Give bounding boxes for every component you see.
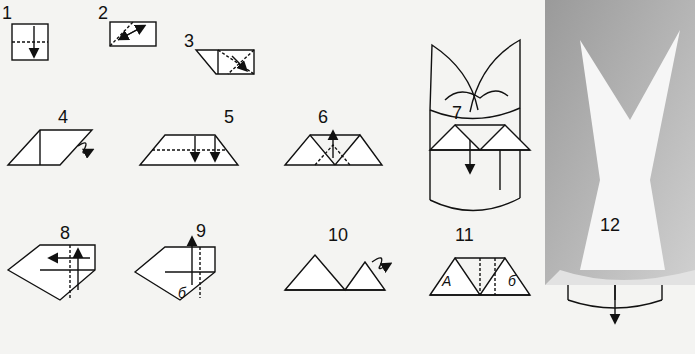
step-number: 11 (455, 226, 474, 244)
point-letter: б (508, 274, 516, 288)
point-letter: A (442, 274, 451, 288)
step-number: 9 (196, 222, 206, 240)
step-number: 2 (98, 4, 108, 22)
point-letter: б (178, 286, 186, 300)
step-number: 10 (328, 226, 348, 244)
step-number: 7 (452, 104, 462, 122)
step-number: 12 (600, 216, 620, 234)
step-number: 6 (318, 108, 328, 126)
step-number: 1 (2, 4, 12, 22)
step-number: 5 (224, 108, 234, 126)
step-number: 3 (184, 32, 194, 50)
step-number: 8 (60, 224, 70, 242)
step-number: 4 (58, 108, 68, 126)
